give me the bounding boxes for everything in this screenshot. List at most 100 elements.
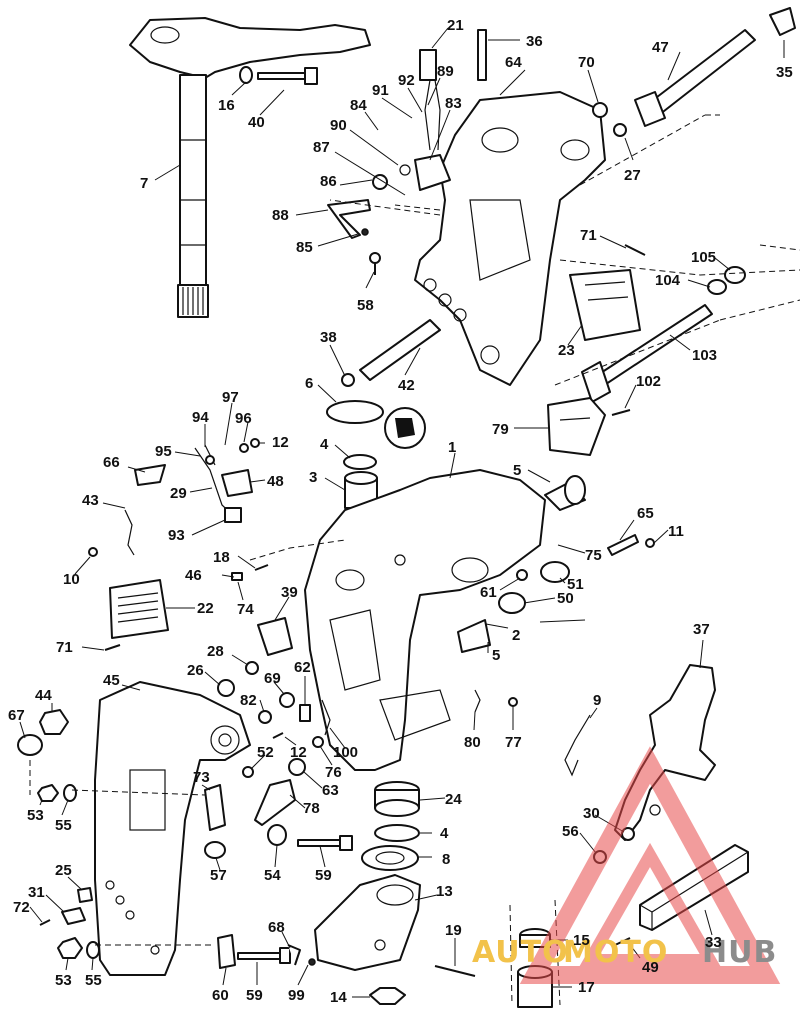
callout-labels: 21 36 64 70 47 35 92 89 91 84 83 90 87 8… (8, 17, 793, 1006)
callout-label: 45 (103, 672, 120, 689)
bracket-48-part (221, 469, 253, 497)
callout-label: 63 (322, 782, 339, 799)
callout-label: 50 (557, 590, 574, 607)
clip-25-part (77, 887, 93, 903)
screw-12-middle-part (272, 732, 284, 739)
callout-label: 43 (82, 492, 99, 509)
spring-68-part (287, 944, 301, 966)
watermark-triangle-icon (519, 746, 781, 984)
rod-42-part (359, 319, 441, 381)
bushing-50-part (498, 592, 526, 614)
callout-label: 58 (357, 297, 374, 314)
callout-label: 18 (213, 549, 230, 566)
callout-label: 96 (235, 410, 252, 427)
nut-44-part (39, 709, 69, 735)
alignment-lines (29, 114, 800, 1006)
callout-label: 36 (526, 33, 543, 50)
bolt-59-upper-part (297, 835, 353, 851)
callout-label: 17 (578, 979, 595, 996)
callout-label: 85 (296, 239, 313, 256)
callout-label: 2 (512, 627, 520, 644)
watermark-text-moto: MOTO (563, 935, 668, 970)
callout-label: 57 (210, 867, 227, 884)
bolt-40-part (239, 66, 318, 85)
callout-label: 76 (325, 764, 342, 781)
callout-label: 78 (303, 800, 320, 817)
callout-label: 29 (170, 485, 187, 502)
pin-36-part (477, 29, 487, 81)
callout-label: 6 (305, 375, 313, 392)
callout-label: 100 (333, 744, 358, 761)
callout-label: 4 (320, 436, 329, 453)
callout-label: 53 (27, 807, 44, 824)
clip-100-part (321, 699, 331, 736)
link-65-part (607, 534, 639, 556)
leader-lines (19, 27, 785, 998)
pin-18-part (254, 564, 269, 571)
lever-88-part (327, 174, 388, 239)
ring-27-part (613, 123, 627, 137)
screw-10-part (88, 547, 98, 557)
screw-71-top-part (624, 244, 646, 256)
callout-label: 72 (13, 899, 30, 916)
callout-label: 95 (155, 443, 172, 460)
screw-102-part (611, 409, 631, 416)
watermark: AUTO MOTO HUB (472, 746, 781, 984)
callout-label: 26 (187, 662, 204, 679)
callout-label: 55 (55, 817, 72, 834)
bolt-59-lower-part (237, 947, 291, 964)
callout-label: 1 (448, 439, 456, 456)
callout-label: 12 (290, 744, 307, 761)
callout-label: 46 (185, 567, 202, 584)
callout-label: 102 (636, 373, 661, 390)
screw-82-part (258, 710, 272, 724)
callout-label: 69 (264, 670, 281, 687)
washer-54-part (267, 824, 287, 846)
callout-label: 89 (437, 63, 454, 80)
callout-label: 97 (222, 389, 239, 406)
callout-label: 73 (193, 769, 210, 786)
clip-66-part (134, 464, 166, 486)
screw-58-part (369, 252, 381, 275)
block-39-part (257, 617, 293, 656)
watermark-triangle-inner-icon (579, 842, 721, 966)
nut-53-lower-part (57, 937, 83, 959)
swivel-lower-13-part (314, 874, 421, 971)
callout-label: 11 (668, 523, 684, 540)
grease-symbol-icon (384, 407, 426, 449)
callout-label: 22 (197, 600, 214, 617)
callout-label: 38 (320, 329, 337, 346)
washer-28-part (245, 661, 259, 675)
screw-72-part (39, 919, 51, 926)
tilt-tube-47-part (634, 29, 756, 127)
bushing-5-top-part (544, 475, 586, 511)
bushing-24-part (374, 781, 420, 817)
screw-71-left-part (104, 644, 121, 651)
washer-69-part (279, 692, 295, 708)
trim-sender-part (399, 49, 451, 191)
callout-label: 88 (272, 207, 289, 224)
callout-label: 74 (237, 601, 254, 618)
bushing-26-part (217, 679, 235, 697)
callout-label: 39 (281, 584, 298, 601)
callout-label: 9 (593, 692, 601, 709)
callout-label: 66 (103, 454, 120, 471)
callout-label: 93 (168, 527, 185, 544)
washer-55-upper-part (63, 784, 77, 802)
callout-label: 48 (267, 473, 284, 490)
steering-arm-shaft-part (129, 17, 371, 318)
screw-52-part (242, 766, 254, 778)
callout-label: 67 (8, 707, 25, 724)
washer-6-part (326, 400, 384, 424)
wire-clip-43-part (124, 509, 135, 556)
callout-label: 75 (585, 547, 602, 564)
plate-62-part (299, 704, 311, 722)
block-23-part (569, 269, 641, 341)
callout-label: 51 (567, 576, 584, 593)
wire-harness-part (194, 443, 249, 523)
callout-label: 99 (288, 987, 305, 1004)
callout-label: 83 (445, 95, 462, 112)
callout-label: 8 (442, 851, 450, 868)
swivel-bracket-part (414, 91, 606, 386)
